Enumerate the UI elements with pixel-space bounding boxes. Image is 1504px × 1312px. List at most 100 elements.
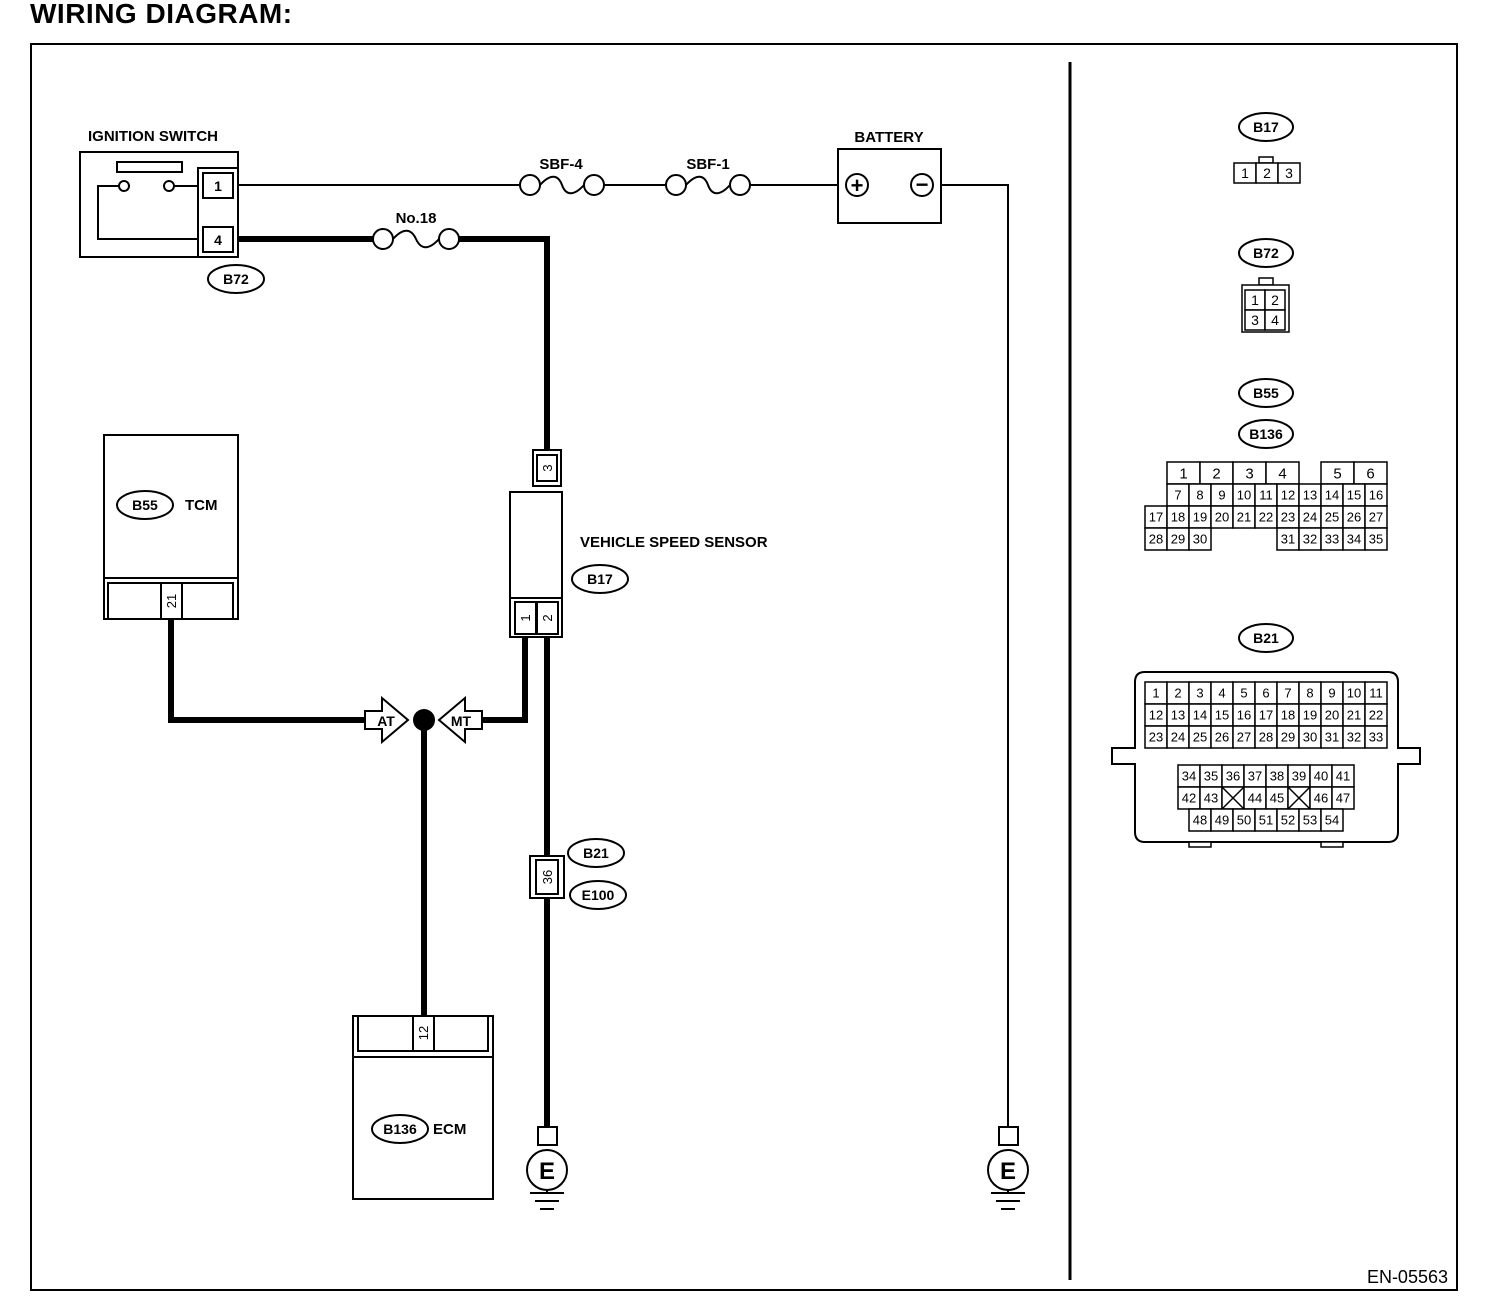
tcm-label: TCM <box>185 497 218 514</box>
legend-b21-pin-label: 18 <box>1281 708 1295 723</box>
b136-tag: B136 <box>383 1121 417 1137</box>
legend-b21-pin-label: 34 <box>1182 769 1196 784</box>
legend-b21-pin-label: 20 <box>1325 708 1339 723</box>
thin-wires <box>237 184 1009 1127</box>
thick-wires <box>168 236 550 1127</box>
mt-arrow <box>437 695 483 745</box>
legend-b21-pin-label: 10 <box>1347 686 1361 701</box>
legend-b55-tag: B55 <box>1253 385 1279 401</box>
legend-b55-pin-label: 13 <box>1303 488 1317 503</box>
legend-b55-cell <box>1188 527 1212 551</box>
e100-tag-oval <box>569 880 627 910</box>
b72-tag-oval <box>207 264 265 294</box>
ignition-pin-1-box <box>202 172 234 199</box>
legend-b55-pin-label: 11 <box>1259 488 1273 503</box>
b72-tag: B72 <box>223 271 249 287</box>
legend-b21-pin-label: 3 <box>1196 686 1203 701</box>
ignition-internal-wire-1 <box>97 185 198 240</box>
legend-b21-pin-label: 17 <box>1259 708 1273 723</box>
legend-b72-pin-label: 3 <box>1251 312 1259 328</box>
legend-b55-pin-label: 7 <box>1174 488 1181 503</box>
legend-b21-pin-label: 49 <box>1215 813 1229 828</box>
legend-b17-key <box>1258 156 1274 164</box>
ignition-contact-right <box>163 180 175 192</box>
legend-b21-pin-label: 31 <box>1325 730 1339 745</box>
legend-b21-pin-label: 8 <box>1306 686 1313 701</box>
legend-b21-pin-label: 52 <box>1281 813 1295 828</box>
b55-tag-oval <box>116 490 174 520</box>
b21-pin-36: 36 <box>540 870 555 884</box>
legend-b21-pin-label: 39 <box>1292 769 1306 784</box>
legend-b55-pin-label: 22 <box>1259 510 1273 525</box>
legend-b21-pin-label: 23 <box>1149 730 1163 745</box>
tcm-pin-21: 21 <box>164 594 179 608</box>
b136-tag-oval <box>371 1114 429 1144</box>
legend-b72-cell <box>1264 309 1286 331</box>
legend-b17-tag: B17 <box>1253 119 1279 135</box>
legend-b55-pin-label: 30 <box>1193 532 1207 547</box>
legend-b17-cell <box>1277 162 1301 184</box>
legend-b21-pin-label: 7 <box>1284 686 1291 701</box>
legend-b55-pin-label: 24 <box>1303 510 1317 525</box>
legend-b72-tag-oval <box>1238 238 1294 268</box>
ecm-label: ECM <box>433 1121 466 1138</box>
ignition-pin-4: 4 <box>214 232 222 248</box>
tcm-connector <box>107 582 234 620</box>
legend-b21-pin-label: 53 <box>1303 813 1317 828</box>
legend-b21-pin-label: 22 <box>1369 708 1383 723</box>
legend-b21-pin-label: 15 <box>1215 708 1229 723</box>
b17-tag: B17 <box>587 571 613 587</box>
legend-b72-pin-label: 2 <box>1271 292 1279 308</box>
legend-b21-pin-label: 28 <box>1259 730 1273 745</box>
legend-b136-tag-oval <box>1238 419 1294 449</box>
b21-tag: B21 <box>583 845 609 861</box>
b17-tag-oval <box>571 564 629 594</box>
legend-b72-pin-label: 1 <box>1251 292 1259 308</box>
legend-b21-pin-label: 45 <box>1270 791 1284 806</box>
ignition-pin-4-box <box>202 226 234 253</box>
battery-positive-terminal <box>845 173 869 197</box>
legend-b21-pin-label: 41 <box>1336 769 1350 784</box>
legend-b21-pin-label: 44 <box>1248 791 1262 806</box>
legend-b17-pin-label: 3 <box>1285 165 1293 181</box>
legend-b55-pin-label: 16 <box>1369 488 1383 503</box>
ground-symbol-1 <box>526 1126 568 1210</box>
legend-b21-unused-mark <box>1287 786 1311 810</box>
legend-b55-pin-label: 4 <box>1278 465 1286 482</box>
legend-b21-pin-label: 5 <box>1240 686 1247 701</box>
page-title: WIRING DIAGRAM: <box>30 0 293 29</box>
junction-dot <box>413 709 435 731</box>
fuse-sbf1-label: SBF-1 <box>686 156 729 173</box>
legend-b21-pin-label: 50 <box>1237 813 1251 828</box>
at-label: AT <box>377 713 395 729</box>
legend-b55-tag-oval <box>1238 378 1294 408</box>
legend-b55-pin-label: 18 <box>1171 510 1185 525</box>
legend-b21-pin-label: 24 <box>1171 730 1185 745</box>
legend-b55-pin-label: 8 <box>1196 488 1203 503</box>
legend-b21-pin-label: 29 <box>1281 730 1295 745</box>
vss-label: VEHICLE SPEED SENSOR <box>580 534 768 551</box>
battery-label: BATTERY <box>854 129 923 146</box>
e100-tag: E100 <box>582 887 615 903</box>
legend-b55-pin-label: 9 <box>1218 488 1225 503</box>
ignition-pin-1: 1 <box>214 178 222 194</box>
legend-b21-cell <box>1364 725 1388 749</box>
fuse-sbf1 <box>665 174 751 196</box>
legend-b17-pin-label: 2 <box>1263 165 1271 181</box>
legend-b55-pin-label: 15 <box>1347 488 1361 503</box>
legend-b17-tag-oval <box>1238 112 1294 142</box>
b21-tag-oval <box>567 838 625 868</box>
legend-b55-pin-label: 27 <box>1369 510 1383 525</box>
legend-b21-pin-label: 54 <box>1325 813 1339 828</box>
legend-b21-tag-oval <box>1238 623 1294 653</box>
legend-b21-pin-label: 51 <box>1259 813 1273 828</box>
battery-plus-sign: + <box>851 173 864 198</box>
legend-b21-pin-label: 6 <box>1262 686 1269 701</box>
b55-tag: B55 <box>132 497 158 513</box>
legend-b21-pin-label: 2 <box>1174 686 1181 701</box>
legend-b55-pin-label: 28 <box>1149 532 1163 547</box>
legend-b55-pin-label: 19 <box>1193 510 1207 525</box>
legend-b21-pin-label: 11 <box>1369 686 1383 701</box>
